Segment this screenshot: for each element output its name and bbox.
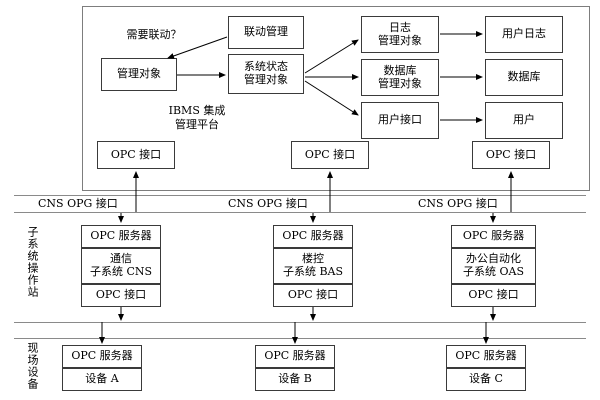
platform-title-line1: IBMS 集成 [168,104,226,117]
bus-label-cns-opg-3: CNS OPG 接口 [418,197,498,210]
node-managed-object: 管理对象 [101,58,177,91]
subsystem-2-name: 楼控 子系统 BAS [273,248,353,284]
subsystem-3-name-line2: 子系统 OAS [463,265,524,278]
device-2-name-label: 设备 B [278,372,312,386]
device-1-opc-server-label: OPC 服务器 [71,349,133,363]
node-database-management-object-line1: 数据库 [383,63,417,77]
bus-rule-top [14,195,586,197]
device-2-name: 设备 B [255,368,335,391]
subsystem-1-opc-interface-label: OPC 接口 [95,288,147,302]
node-system-state-object-line2: 管理对象 [244,73,288,86]
bus-rule-bottom [14,338,586,340]
band-label-operator-stations: 子系统操作站 [26,226,39,298]
node-user-log-label: 用户日志 [502,27,546,41]
node-database-management-object-line2: 管理对象 [378,76,422,90]
need-linkage-label: 需要联动？ [126,28,182,41]
device-3-opc-server-label: OPC 服务器 [455,349,517,363]
node-system-state-object-line1: 系统状态 [244,60,288,74]
platform-opc-interface-1-label: OPC 接口 [110,147,162,161]
bus-rule-mid [14,212,586,214]
subsystem-3-opc-interface-label: OPC 接口 [468,288,519,302]
platform-opc-interface-1: OPC 接口 [97,141,175,169]
node-system-state-object: 系统状态 管理对象 [228,54,304,94]
device-3-opc-server: OPC 服务器 [446,345,526,368]
platform-opc-interface-3: OPC 接口 [472,141,550,169]
device-3-name: 设备 C [446,368,526,391]
node-log-management-object-line1: 日志 [389,20,411,34]
subsystem-2-name-line1: 楼控 [302,252,324,266]
arrow-linkage-to-managed-object [167,36,228,59]
bus-label-cns-opg-2: CNS OPG 接口 [228,197,308,210]
node-user-label: 用户 [513,113,535,127]
platform-title-line2: 管理平台 [175,117,219,131]
node-user: 用户 [485,102,563,139]
subsystem-2-opc-interface-label: OPC 接口 [287,288,339,302]
platform-opc-interface-2-label: OPC 接口 [304,147,356,161]
node-linkage-management: 联动管理 [228,16,304,49]
node-database: 数据库 [485,59,563,96]
node-managed-object-label: 管理对象 [117,67,161,81]
subsystem-1-name-line2: 子系统 CNS [89,265,153,278]
platform-opc-interface-2: OPC 接口 [291,141,369,169]
arrow-system-state-to-user-interface [304,80,359,116]
subsystem-3-opc-interface: OPC 接口 [451,284,536,307]
node-user-interface-label: 用户接口 [378,113,422,127]
arrow-system-state-to-log-object [304,39,359,74]
node-linkage-management-label: 联动管理 [244,25,288,39]
subsystem-1-opc-server: OPC 服务器 [81,225,161,248]
node-user-log: 用户日志 [485,16,563,53]
device-2-opc-server-label: OPC 服务器 [264,349,326,363]
device-1-opc-server: OPC 服务器 [62,345,142,368]
subsystem-2-opc-server: OPC 服务器 [273,225,353,248]
bus-rule-lower [14,322,586,324]
subsystem-1-name-line1: 通信 [110,252,132,266]
node-database-label: 数据库 [507,70,541,84]
node-log-management-object: 日志 管理对象 [361,16,439,53]
subsystem-1-opc-server-label: OPC 服务器 [90,229,152,243]
subsystem-2-opc-server-label: OPC 服务器 [282,229,344,243]
device-1-name: 设备 A [62,368,142,391]
band-label-field-devices: 现场设备 [26,342,39,390]
platform-title: IBMS 集成 管理平台 [142,104,252,132]
device-2-opc-server: OPC 服务器 [255,345,335,368]
node-user-interface: 用户接口 [361,102,439,139]
node-database-management-object: 数据库 管理对象 [361,59,439,96]
subsystem-3-name: 办公自动化 子系统 OAS [451,248,536,284]
subsystem-1-name: 通信 子系统 CNS [81,248,161,284]
bus-label-cns-opg-1: CNS OPG 接口 [38,197,118,210]
subsystem-1-opc-interface: OPC 接口 [81,284,161,307]
device-3-name-label: 设备 C [469,372,503,386]
subsystem-3-name-line1: 办公自动化 [466,252,521,266]
platform-opc-interface-3-label: OPC 接口 [485,147,537,161]
subsystem-2-opc-interface: OPC 接口 [273,284,353,307]
node-log-management-object-line2: 管理对象 [378,33,422,47]
subsystem-2-name-line2: 子系统 BAS [282,265,344,278]
subsystem-3-opc-server: OPC 服务器 [451,225,536,248]
device-1-name-label: 设备 A [85,372,119,386]
subsystem-3-opc-server-label: OPC 服务器 [462,229,525,243]
